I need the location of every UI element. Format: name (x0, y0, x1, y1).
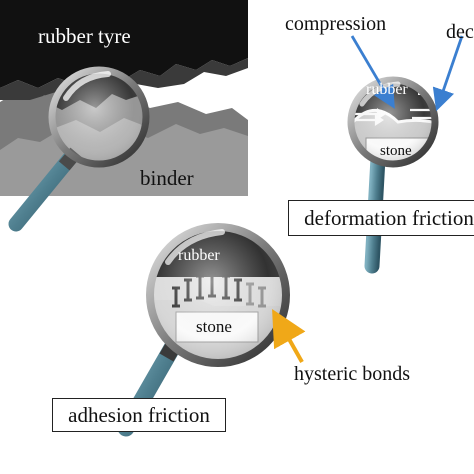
deformation-rubber-label: rubber (366, 81, 408, 98)
deformation-magnifier-icon (347, 76, 439, 274)
hysteric-bonds-label: hysteric bonds (294, 363, 411, 385)
compression-arrow-icon (350, 35, 395, 109)
rubber-tyre-label: rubber tyre (38, 24, 131, 48)
deformation-friction-box: deformation friction (288, 200, 474, 236)
adhesion-friction-box: adhesion friction (52, 398, 226, 432)
hysteric-bonds-arrow-icon (272, 309, 306, 363)
decompression-label: dec (446, 21, 474, 43)
adhesion-stone-label: stone (196, 317, 232, 336)
deformation-stone-label: stone (380, 143, 412, 159)
compression-label: compression (285, 13, 387, 35)
decompression-arrow-icon (432, 35, 464, 112)
magnifier-icon (8, 66, 150, 232)
rubber-tyre-mass (0, 0, 248, 88)
adhesion-friction-label: adhesion friction (68, 402, 210, 427)
deformation-friction-label: deformation friction (304, 205, 474, 230)
binder-label: binder (140, 166, 194, 190)
adhesion-rubber-label: rubber (178, 247, 220, 264)
